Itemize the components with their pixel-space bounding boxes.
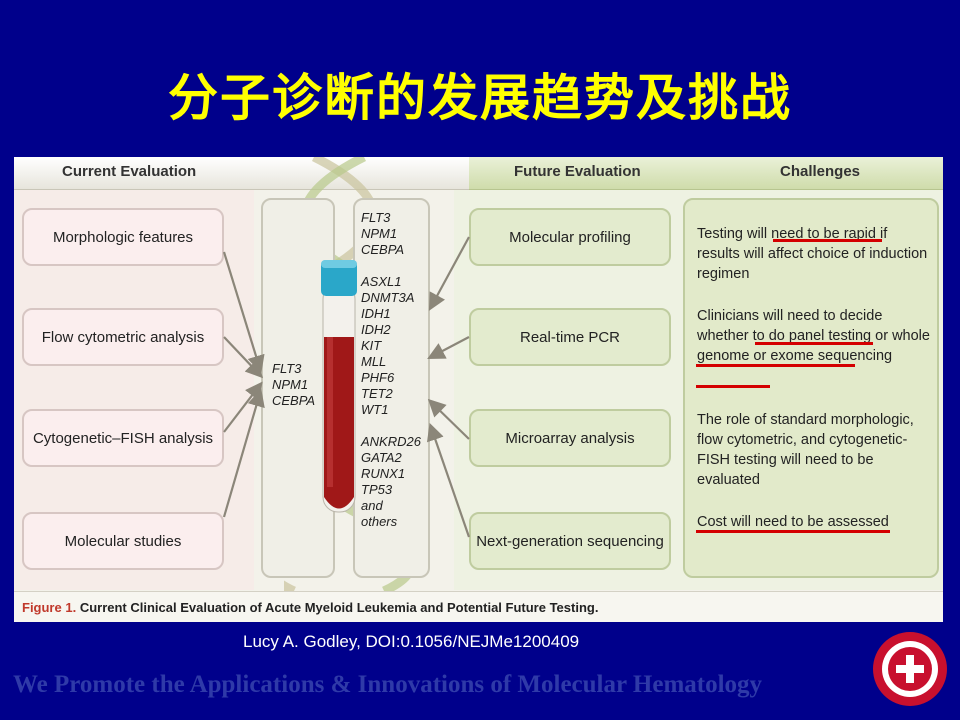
current-item-morphologic: Morphologic features <box>22 208 224 266</box>
header-future-evaluation: Future Evaluation <box>514 163 641 180</box>
header-right-band <box>469 157 943 190</box>
underline-do-panel-testing <box>755 342 873 345</box>
challenge-rapid-testing: Testing will need to be rapid if results… <box>697 226 928 282</box>
future-item-real-time-pcr: Real-time PCR <box>469 308 671 366</box>
footer-slogan: We Promote the Applications & Innovation… <box>13 671 763 698</box>
figure-caption: Figure 1. Current Clinical Evaluation of… <box>14 591 943 622</box>
figure-panel: Current Evaluation Future Evaluation Cha… <box>14 157 943 622</box>
arrows-graphic <box>222 236 471 538</box>
header-challenges: Challenges <box>780 163 861 180</box>
caption-text: Current Clinical Evaluation of Acute Mye… <box>79 600 599 615</box>
header-left-band <box>14 157 469 190</box>
slide-title: 分子诊断的发展趋势及挑战 <box>168 69 792 127</box>
future-item-microarray: Microarray analysis <box>469 409 671 467</box>
current-gene-list: FLT3 NPM1 CEBPA <box>272 361 316 408</box>
future-item-molecular-profiling: Molecular profiling <box>469 208 671 266</box>
citation: Lucy A. Godley, DOI:0.1056/NEJMe1200409 <box>243 632 580 651</box>
header-current-evaluation: Current Evaluation <box>62 163 197 180</box>
challenge-cost: Cost will need to be assessed <box>697 514 889 530</box>
challenge-panel-testing: Clinicians will need to decide whether t… <box>697 308 930 364</box>
future-gene-list: FLT3 NPM1 CEBPA ASXL1 DNMT3A IDH1 IDH2 K… <box>361 210 421 529</box>
caption-label: Figure 1. <box>22 600 77 615</box>
current-item-molecular-studies: Molecular studies <box>22 512 224 570</box>
underline-whole-genome <box>696 364 855 367</box>
underline-cost <box>696 530 890 533</box>
current-item-cytogenetic-fish: Cytogenetic–FISH analysis <box>22 409 224 467</box>
hospital-logo <box>873 632 947 706</box>
challenges-box: Testing will need to be rapid if results… <box>683 198 939 578</box>
underline-need-to-be-rapid <box>773 239 882 242</box>
blood-tube-graphic <box>321 260 357 513</box>
underline-sequencing <box>696 385 770 388</box>
future-item-ngs: Next-generation sequencing <box>469 512 671 570</box>
challenge-standard-testing-role: The role of standard morphologic, flow c… <box>697 412 914 488</box>
current-item-flow-cytometric: Flow cytometric analysis <box>22 308 224 366</box>
future-genes-column <box>353 198 430 578</box>
